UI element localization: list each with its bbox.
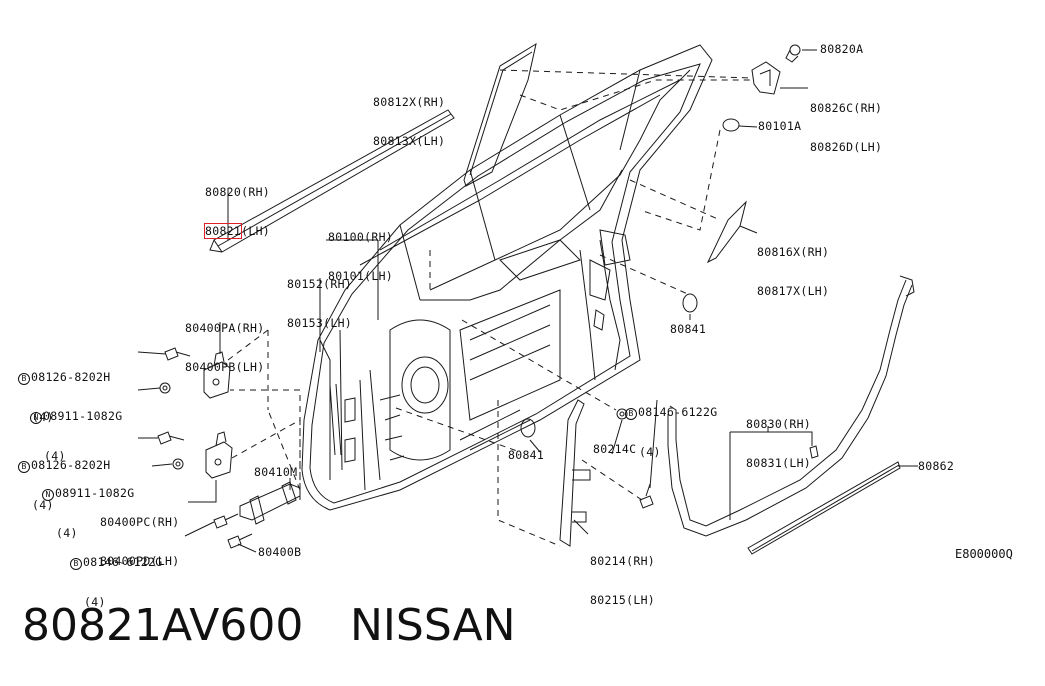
- label-80400pb-lh: 80400PB(LH): [185, 360, 265, 374]
- diagram-code: E800000Q: [955, 547, 1013, 561]
- dashed-guides: [228, 70, 752, 546]
- b-symbol-icon: B: [70, 558, 82, 570]
- label-08146-b-qty: (4): [84, 595, 106, 609]
- label-80820: 80820(RH) 80821(LH): [203, 160, 271, 251]
- trim-80816: [708, 202, 746, 262]
- label-80820a: 80820A: [820, 42, 864, 56]
- label-80817-lh: 80817X(LH): [757, 284, 830, 298]
- label-80821-lh-suffix: (LH): [241, 224, 271, 238]
- label-80101-lh: 80101(LH): [328, 269, 394, 283]
- label-80214c: 80214C: [593, 442, 637, 456]
- label-80862: 80862: [918, 459, 955, 473]
- label-80153-lh: 80153(LH): [287, 316, 353, 330]
- label-80826-rh: 80826C(RH): [810, 101, 883, 115]
- clip-80820a: [786, 45, 800, 62]
- n-symbol-icon: N: [30, 412, 42, 424]
- door-check-80410m: [240, 482, 300, 524]
- label-80400pd-lh: 80400PD(LH): [100, 554, 180, 568]
- label-80821-lh-row: 80821(LH): [203, 223, 271, 239]
- highlighted-part-80821[interactable]: 80821: [203, 223, 243, 239]
- label-08911-a-qty: (4): [44, 449, 66, 463]
- label-80400pc: 80400PC(RH) 80400PD(LH): [100, 490, 179, 581]
- label-08146-a-part: 08146-6122G: [638, 405, 718, 419]
- bolt-08126-b: [158, 432, 184, 444]
- label-80816-rh: 80816X(RH): [757, 245, 830, 259]
- label-80841-a: 80841: [670, 322, 707, 336]
- weatherstrip-80830: [668, 276, 914, 536]
- label-08126-a-part: 08126-8202H: [31, 370, 111, 384]
- parts-diagram: [0, 0, 1045, 600]
- label-80100: 80100(RH) 80101(LH): [328, 205, 393, 296]
- hinge-lower-80400pc: [206, 432, 232, 478]
- label-80400b: 80400B: [258, 545, 302, 559]
- label-80215-lh: 80215(LH): [590, 593, 656, 607]
- leader-lines: [138, 50, 918, 552]
- label-08146-a-qty: (4): [639, 445, 661, 459]
- n-symbol-icon: N: [42, 489, 54, 501]
- label-08126-b-part: 08126-8202H: [31, 458, 111, 472]
- part-number-title: 80821AV600: [22, 600, 304, 651]
- label-80820-rh: 80820(RH): [205, 185, 271, 199]
- label-08911-b-qty: (4): [56, 526, 78, 540]
- plug-80841-b: [521, 419, 535, 437]
- label-80152: 80152(RH) 80153(LH): [287, 252, 352, 343]
- plug-80101a: [723, 119, 739, 131]
- label-80816: 80816X(RH) 80817X(LH): [757, 220, 829, 311]
- plug-80841-a: [683, 294, 697, 312]
- label-80812-rh: 80812X(RH): [373, 95, 446, 109]
- brand-title: NISSAN: [350, 600, 516, 651]
- label-80826: 80826C(RH) 80826D(LH): [810, 76, 882, 167]
- label-80410m: 80410M: [254, 465, 298, 479]
- label-80812: 80812X(RH) 80813X(LH): [373, 70, 445, 161]
- label-80826-lh: 80826D(LH): [810, 140, 883, 154]
- nut-08911-b: [173, 459, 183, 469]
- label-80831-lh: 80831(LH): [746, 456, 812, 470]
- b-symbol-icon: B: [18, 461, 30, 473]
- b-symbol-icon: B: [18, 373, 30, 385]
- label-80101a: 80101A: [758, 119, 802, 133]
- strip-80862: [748, 462, 900, 554]
- door-outer-panel: [302, 45, 712, 510]
- nut-08911-a: [160, 383, 170, 393]
- label-08911-a-part: 08911-1082G: [43, 409, 123, 423]
- label-80152-rh: 80152(RH): [287, 277, 353, 291]
- label-80214: 80214(RH) 80215(LH): [590, 529, 655, 620]
- bolt-08146-a: [214, 514, 238, 528]
- label-80830-rh: 80830(RH): [746, 417, 812, 431]
- sash-80214: [560, 400, 590, 546]
- label-80841-b: 80841: [508, 448, 545, 462]
- label-80812-lh: 80813X(LH): [373, 134, 446, 148]
- clip-80830: [810, 446, 818, 458]
- door-inner-panel-detail: [330, 384, 530, 460]
- label-08146-b-part: 08146-6122G: [83, 555, 163, 569]
- bolt-80400b: [228, 534, 252, 548]
- label-80100-rh: 80100(RH): [328, 230, 394, 244]
- window-moulding-80821: [210, 110, 454, 252]
- label-80400pa: 80400PA(RH) 80400PB(LH): [185, 296, 264, 387]
- label-08126-b-qty: (4): [32, 498, 54, 512]
- label-80400pc-rh: 80400PC(RH): [100, 515, 180, 529]
- hinge-upper-80400pa: [204, 352, 230, 398]
- label-80214-rh: 80214(RH): [590, 554, 656, 568]
- label-80400pa-rh: 80400PA(RH): [185, 321, 265, 335]
- bolt-08146-b: [640, 484, 653, 508]
- bolt-08126-a: [165, 348, 190, 360]
- bracket-80826: [752, 62, 780, 94]
- b-symbol-icon: B: [625, 408, 637, 420]
- label-08911-b-part: 08911-1082G: [55, 486, 135, 500]
- label-80830: 80830(RH) 80831(LH): [746, 392, 811, 483]
